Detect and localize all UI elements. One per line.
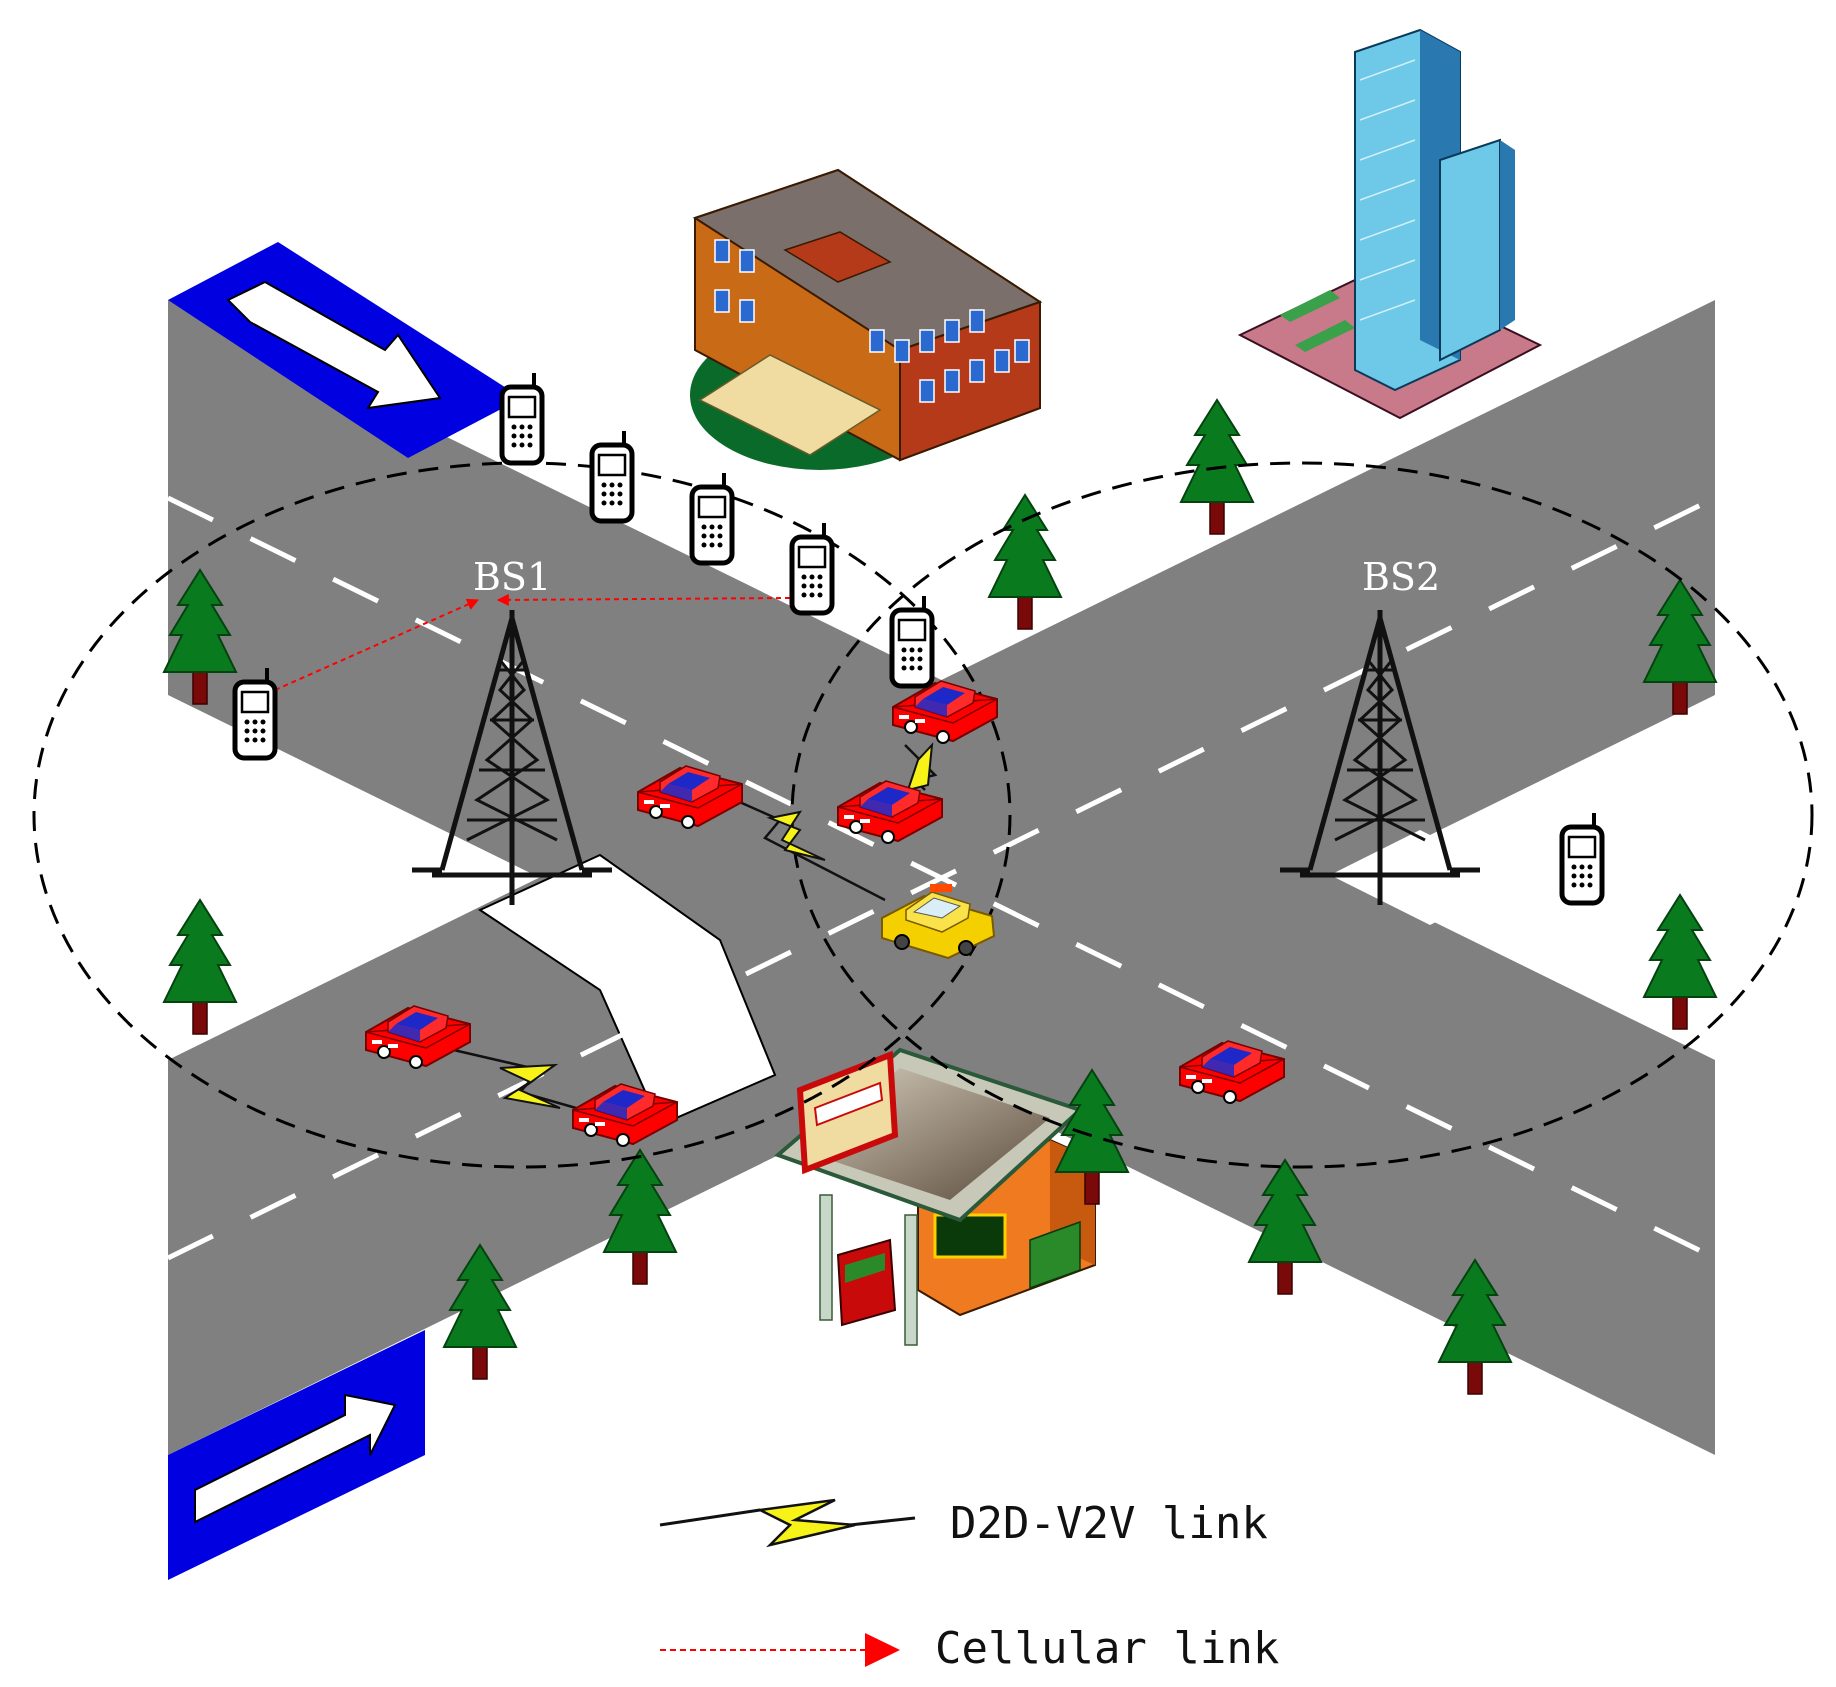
d2d-v2v-bolt [499,1063,561,1109]
tree-icon [163,899,237,1035]
phone-icon [1562,813,1602,903]
phone-icon [235,668,275,758]
red-arrow-icon [865,1633,900,1667]
d2d-v2v-link [734,798,886,902]
cellular-links [274,593,791,691]
direction-sign-bottom [168,1330,425,1580]
d2d-links [444,742,938,1114]
bs2-label: BS2 [1362,555,1440,599]
legend-cellular-label: Cellular link [935,1623,1279,1674]
road-gap [477,853,777,1127]
legend: D2D-V2V link Cellular link [659,1498,1279,1674]
cellular-link [274,598,480,691]
bs1-label: BS1 [473,555,551,599]
legend-item-d2d: D2D-V2V link [659,1498,1268,1549]
bs2-coverage-boundary [790,461,1814,1169]
bs1-tower-icon [412,610,612,905]
lightning-bolt-icon [755,1498,856,1548]
lane-marking-ne-sw [166,495,1717,1261]
cellular-link [496,593,791,606]
skyscraper-icon [1237,28,1543,420]
phone-icon [592,431,632,521]
legend-d2d-line [849,1516,916,1527]
phone-icon [692,473,732,563]
phone-icon [792,523,832,613]
legend-d2d-line [659,1508,761,1527]
direction-sign-top [168,242,522,458]
school-building-icon [690,168,1043,470]
legend-d2d-label: D2D-V2V link [950,1498,1268,1549]
d2d-v2v-bolt [766,810,826,861]
d2d-v2v-bolt [906,742,934,792]
tree-icon [1643,894,1717,1030]
tree-icon [988,494,1062,630]
bs2-tower-icon [1280,610,1480,905]
phone-icon [892,596,932,686]
legend-item-cellular: Cellular link [660,1623,1279,1674]
gas-station-icon [774,1047,1096,1346]
phone-icon [502,373,542,463]
